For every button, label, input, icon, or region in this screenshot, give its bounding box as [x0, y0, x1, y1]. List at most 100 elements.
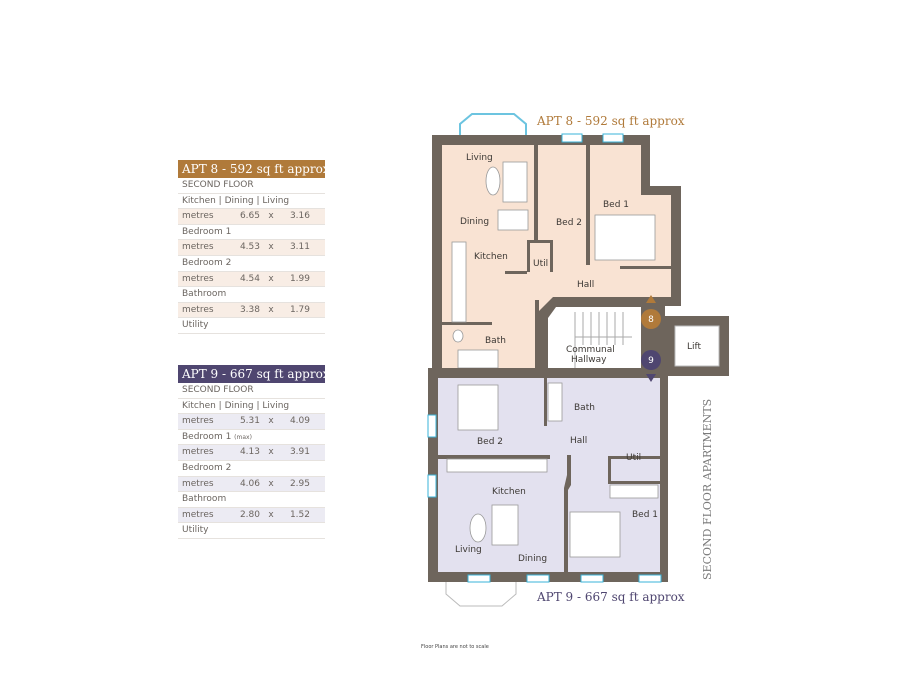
dimension-x: x: [268, 509, 274, 520]
room-name-text: Bedroom 1: [182, 431, 232, 442]
room-name: Kitchen | Dining | Living: [178, 194, 325, 210]
dimension-x: x: [268, 242, 274, 253]
room-label-bath: Bath: [485, 336, 506, 346]
room-label-bed2: Bed 2: [556, 218, 582, 228]
dimension-b: 2.95: [289, 478, 310, 489]
dimension-b: 3.16: [289, 211, 310, 222]
dimension-b: 3.91: [289, 447, 310, 458]
room-label-kitchen: Kitchen: [492, 487, 526, 497]
room-label-bed1: Bed 1: [603, 200, 629, 210]
apt9-header: APT 9 - 667 sq ft approx: [178, 365, 330, 383]
apt8-marker-label: 8: [648, 315, 654, 325]
room-name-text: Bedroom 2: [182, 257, 232, 268]
apt9-floor: SECOND FLOOR: [178, 383, 325, 399]
window: [561, 133, 583, 143]
room-label-hall: Hall: [570, 436, 587, 446]
room-name: Bedroom 2: [178, 256, 325, 272]
room-dimensions: metres 4.13 x 3.91: [178, 445, 325, 461]
dimension-a: 4.06: [239, 478, 260, 489]
dimension-a: 4.13: [239, 447, 260, 458]
apt8-floor: SECOND FLOOR: [178, 178, 325, 194]
room-label-living: Living: [455, 545, 482, 555]
room-label-bath: Bath: [574, 403, 595, 413]
communal-hallway: [548, 307, 641, 372]
apt8-utility: Utility: [178, 318, 325, 334]
hallway-label: Hallway: [571, 355, 607, 365]
apt9-windows: [427, 414, 662, 583]
dimension-b: 1.79: [289, 304, 310, 315]
room-name: Kitchen | Dining | Living: [178, 399, 325, 415]
apt8-marker: [641, 309, 661, 329]
room-label-living: Living: [466, 153, 493, 163]
room-dimensions: metres 4.06 x 2.95: [178, 476, 325, 493]
room-name-text: Bedroom 1: [182, 226, 232, 237]
dimension-x: x: [268, 447, 274, 458]
lift: [674, 325, 720, 367]
dimension-unit: metres: [182, 304, 214, 315]
room-name-text: Kitchen | Dining | Living: [182, 195, 290, 206]
room-dimensions: metres 4.53 x 3.11: [178, 240, 325, 256]
dimension-a: 4.53: [239, 242, 260, 253]
window: [602, 133, 624, 143]
bay-window-apt9: [445, 582, 517, 607]
room-dimensions: metres 4.54 x 1.99: [178, 271, 325, 288]
dimension-a: 4.54: [239, 273, 260, 284]
room-name-text: Bathroom: [182, 494, 227, 505]
apt9-inner-walls: [438, 378, 660, 572]
dimension-unit: metres: [182, 416, 214, 427]
room-name-text: Kitchen | Dining | Living: [182, 400, 290, 411]
room-label-hall: Hall: [577, 280, 594, 290]
dimension-b: 3.11: [289, 242, 310, 253]
apt9-marker-label: 9: [648, 356, 654, 366]
dimension-unit: metres: [182, 478, 214, 489]
dimension-b: 4.09: [289, 416, 310, 427]
room-label-dining: Dining: [460, 217, 489, 227]
apt8-header: APT 8 - 592 sq ft approx: [178, 160, 330, 178]
stairs: [574, 312, 632, 372]
dimension-unit: metres: [182, 242, 214, 253]
room-name: Bedroom 1: [178, 225, 325, 241]
dimension-a: 3.38: [239, 304, 260, 315]
room-label-bed2: Bed 2: [477, 437, 503, 447]
apt8-floor-area: [442, 145, 671, 372]
room-label-kitchen: Kitchen: [474, 252, 508, 262]
dimension-a: 5.31: [239, 416, 260, 427]
side-title: SECOND FLOOR APARTMENTS: [701, 399, 714, 580]
dimension-unit: metres: [182, 447, 214, 458]
dimension-a: 6.65: [239, 211, 260, 222]
bay-window-apt8: [459, 113, 527, 135]
apt9-marker: [641, 350, 661, 370]
room-name-text: Bathroom: [182, 289, 227, 300]
room-qualifier: (max): [234, 433, 252, 441]
dimension-x: x: [268, 304, 274, 315]
room-label-dining: Dining: [518, 554, 547, 564]
room-label-bed1: Bed 1: [632, 510, 658, 520]
apt9-furniture: [446, 382, 659, 558]
dimension-x: x: [268, 416, 274, 427]
apt8-furniture: [451, 161, 656, 369]
dimension-unit: metres: [182, 509, 214, 520]
room-name-text: Bedroom 2: [182, 462, 232, 473]
communal-label: Communal: [566, 345, 615, 355]
dimension-b: 1.99: [289, 273, 310, 284]
apt9-plan-title: APT 9 - 667 sq ft approx: [536, 590, 685, 604]
apt8-plan-title: APT 8 - 592 sq ft approx: [536, 114, 685, 128]
room-label-util: Util: [533, 259, 548, 269]
dimension-a: 2.80: [239, 509, 260, 520]
scale-note: Floor Plans are not to scale: [421, 644, 489, 650]
dimension-x: x: [268, 273, 274, 284]
apt9-entry-arrow-icon: [646, 374, 656, 382]
room-name: Bedroom 2: [178, 461, 325, 477]
room-name: Bedroom 1 (max): [178, 430, 325, 446]
dimension-unit: metres: [182, 273, 214, 284]
room-dimensions: metres 5.31 x 4.09: [178, 414, 325, 430]
apt8-spec-panel: APT 8 - 592 sq ft approx SECOND FLOOR Ki…: [178, 160, 330, 334]
dimension-x: x: [268, 478, 274, 489]
dimension-x: x: [268, 211, 274, 222]
room-dimensions: metres 3.38 x 1.79: [178, 302, 325, 319]
room-label-util: Util: [626, 453, 641, 463]
